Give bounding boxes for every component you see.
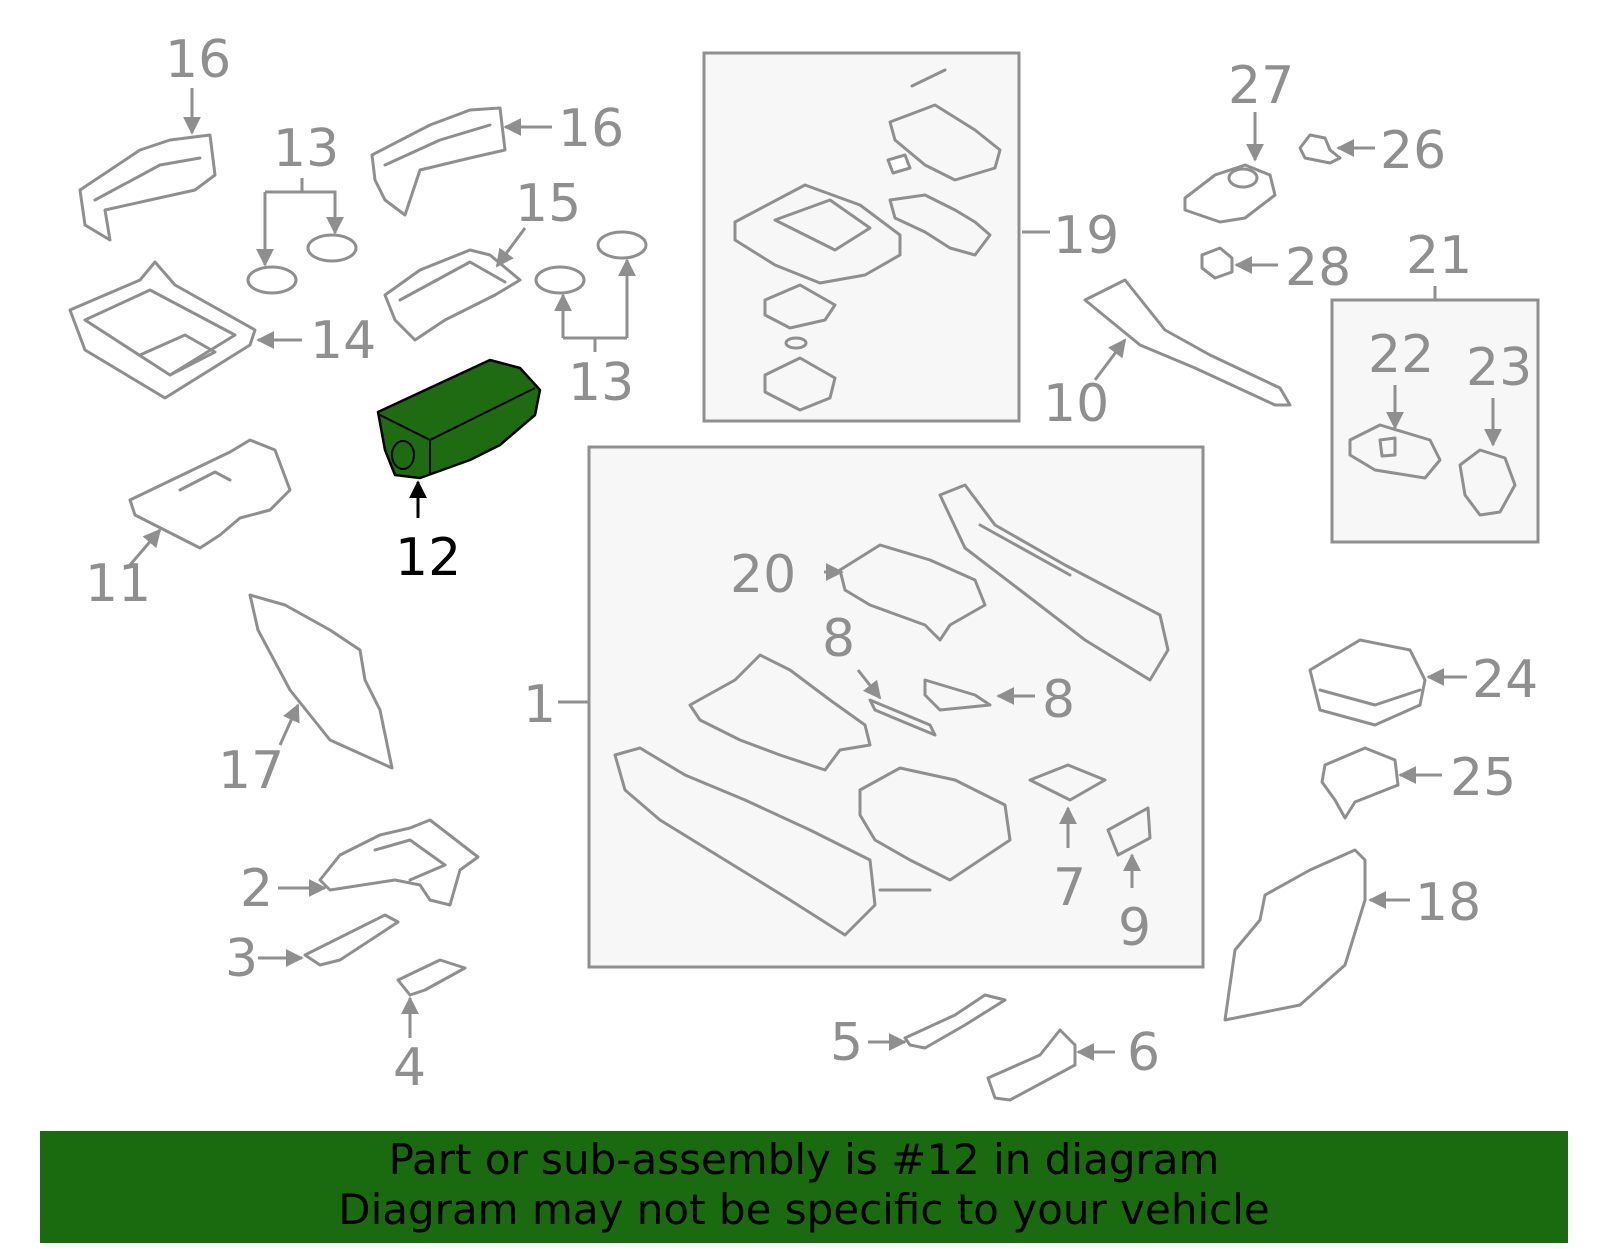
part-28[interactable] (1200, 246, 1278, 280)
part-26[interactable] (1298, 133, 1375, 165)
callout-1: 1 (523, 675, 556, 735)
part-16-left[interactable] (78, 88, 217, 242)
part-24[interactable] (1308, 638, 1467, 727)
callout-19: 19 (1053, 206, 1119, 266)
group-box-21 (1330, 298, 1540, 544)
callout-16-right: 16 (558, 99, 624, 159)
callout-28: 28 (1285, 238, 1351, 298)
callout-6: 6 (1127, 1023, 1160, 1083)
callout-18: 18 (1415, 873, 1481, 933)
callout-7: 7 (1053, 858, 1086, 918)
part-1-group[interactable] (558, 483, 1170, 937)
callout-9: 9 (1118, 898, 1151, 958)
part-25[interactable] (1320, 746, 1442, 820)
callout-3: 3 (225, 929, 258, 989)
part-3[interactable] (258, 913, 400, 967)
callout-13-right: 13 (568, 353, 634, 413)
part-10[interactable] (1083, 278, 1292, 407)
part-13-left[interactable] (246, 178, 358, 295)
part-4[interactable] (396, 958, 467, 1038)
part-5[interactable] (868, 993, 1007, 1051)
callout-20: 20 (730, 545, 796, 605)
callout-2: 2 (240, 859, 273, 919)
part-12-highlighted[interactable] (376, 358, 542, 518)
part-27[interactable] (1183, 112, 1277, 224)
part-16-right[interactable] (370, 106, 552, 217)
callout-15: 15 (515, 174, 581, 234)
notice-banner: Part or sub-assembly is #12 in diagram D… (40, 1131, 1568, 1243)
part-14[interactable] (68, 260, 302, 400)
callout-8-left: 8 (822, 609, 855, 669)
callout-12: 12 (395, 528, 461, 588)
callout-23: 23 (1466, 338, 1532, 398)
callout-21: 21 (1406, 226, 1472, 286)
callout-14: 14 (310, 311, 376, 371)
callout-25: 25 (1450, 748, 1516, 808)
part-13-right[interactable] (534, 230, 648, 352)
part-17[interactable] (248, 593, 394, 770)
group-box-19 (702, 51, 1021, 423)
part-6[interactable] (986, 1028, 1115, 1102)
part-18[interactable] (1223, 848, 1410, 1022)
part-19-group[interactable] (733, 68, 1050, 412)
callout-26: 26 (1380, 121, 1446, 181)
callout-22: 22 (1368, 325, 1434, 385)
part-2[interactable] (278, 818, 480, 907)
part-15[interactable] (383, 227, 527, 342)
banner-line-1: Part or sub-assembly is #12 in diagram (388, 1135, 1220, 1184)
callout-4: 4 (393, 1038, 426, 1098)
callout-27: 27 (1228, 56, 1294, 116)
callout-16-left: 16 (165, 30, 231, 90)
callout-11: 11 (85, 554, 151, 614)
banner-line-2: Diagram may not be specific to your vehi… (338, 1185, 1270, 1234)
callout-10: 10 (1043, 374, 1109, 434)
callout-8-right: 8 (1042, 670, 1075, 730)
part-11[interactable] (128, 438, 292, 566)
callout-17: 17 (218, 741, 284, 801)
callout-5: 5 (830, 1013, 863, 1073)
callout-24: 24 (1472, 650, 1538, 710)
part-21-group[interactable] (1348, 286, 1517, 517)
callout-13-left: 13 (273, 119, 339, 179)
